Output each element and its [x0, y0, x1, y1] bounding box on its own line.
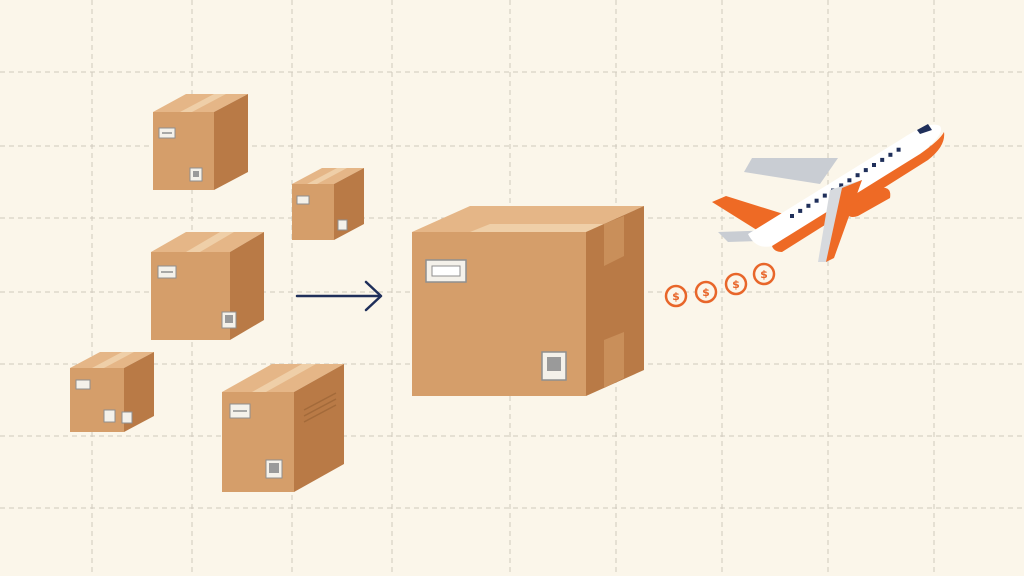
dollar-coin-icon	[752, 262, 776, 286]
airplane-icon	[712, 124, 945, 262]
package-icon	[222, 364, 344, 492]
plane-window	[806, 203, 811, 208]
package-icon	[292, 168, 364, 240]
package-icon	[151, 232, 264, 340]
dollar-coin-icon	[664, 284, 688, 308]
dollar-symbol: $	[760, 268, 768, 281]
plane-window	[855, 173, 860, 178]
plane-window	[847, 178, 852, 183]
plane-window	[822, 193, 827, 198]
large-package-icon	[412, 206, 644, 396]
package-icon	[153, 94, 248, 190]
plane-window	[888, 152, 893, 157]
dollar-symbol: $	[672, 290, 680, 303]
plane-window	[872, 163, 876, 167]
arrow-right-icon	[295, 280, 383, 312]
dollar-coin-icon	[724, 272, 748, 296]
package-icon	[70, 352, 154, 432]
plane-window	[798, 208, 803, 213]
plane-window	[880, 157, 885, 162]
plane-window	[790, 214, 794, 218]
plane-window	[863, 168, 868, 173]
dollar-symbol: $	[702, 286, 710, 299]
coin-group: $ $ $ $	[664, 262, 776, 308]
dollar-coin-icon	[694, 280, 718, 304]
plane-window	[814, 198, 819, 203]
plane-window	[896, 147, 901, 152]
dollar-symbol: $	[732, 278, 740, 291]
plane-window	[839, 183, 844, 188]
